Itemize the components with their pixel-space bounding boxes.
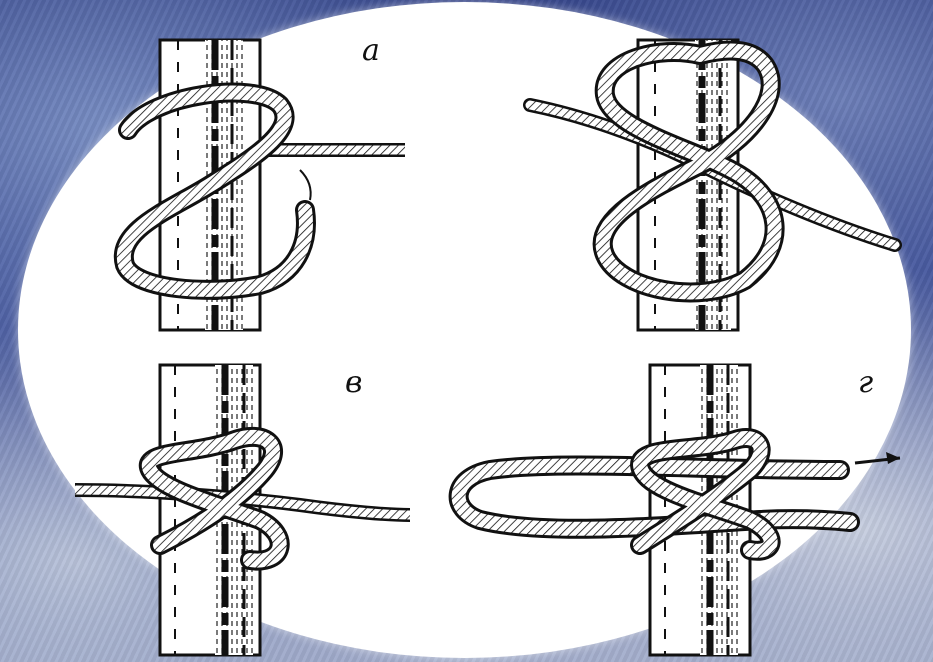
panel-d: г (459, 365, 900, 655)
panel-a-label: а (362, 33, 380, 68)
panel-b (530, 40, 895, 330)
panel-c: в (75, 365, 410, 655)
panel-c-label: в (345, 365, 362, 400)
rope-d (459, 438, 850, 551)
panel-a: а (124, 33, 405, 330)
panel-d-label: г (858, 365, 873, 400)
pull-arrow-icon (855, 452, 900, 464)
